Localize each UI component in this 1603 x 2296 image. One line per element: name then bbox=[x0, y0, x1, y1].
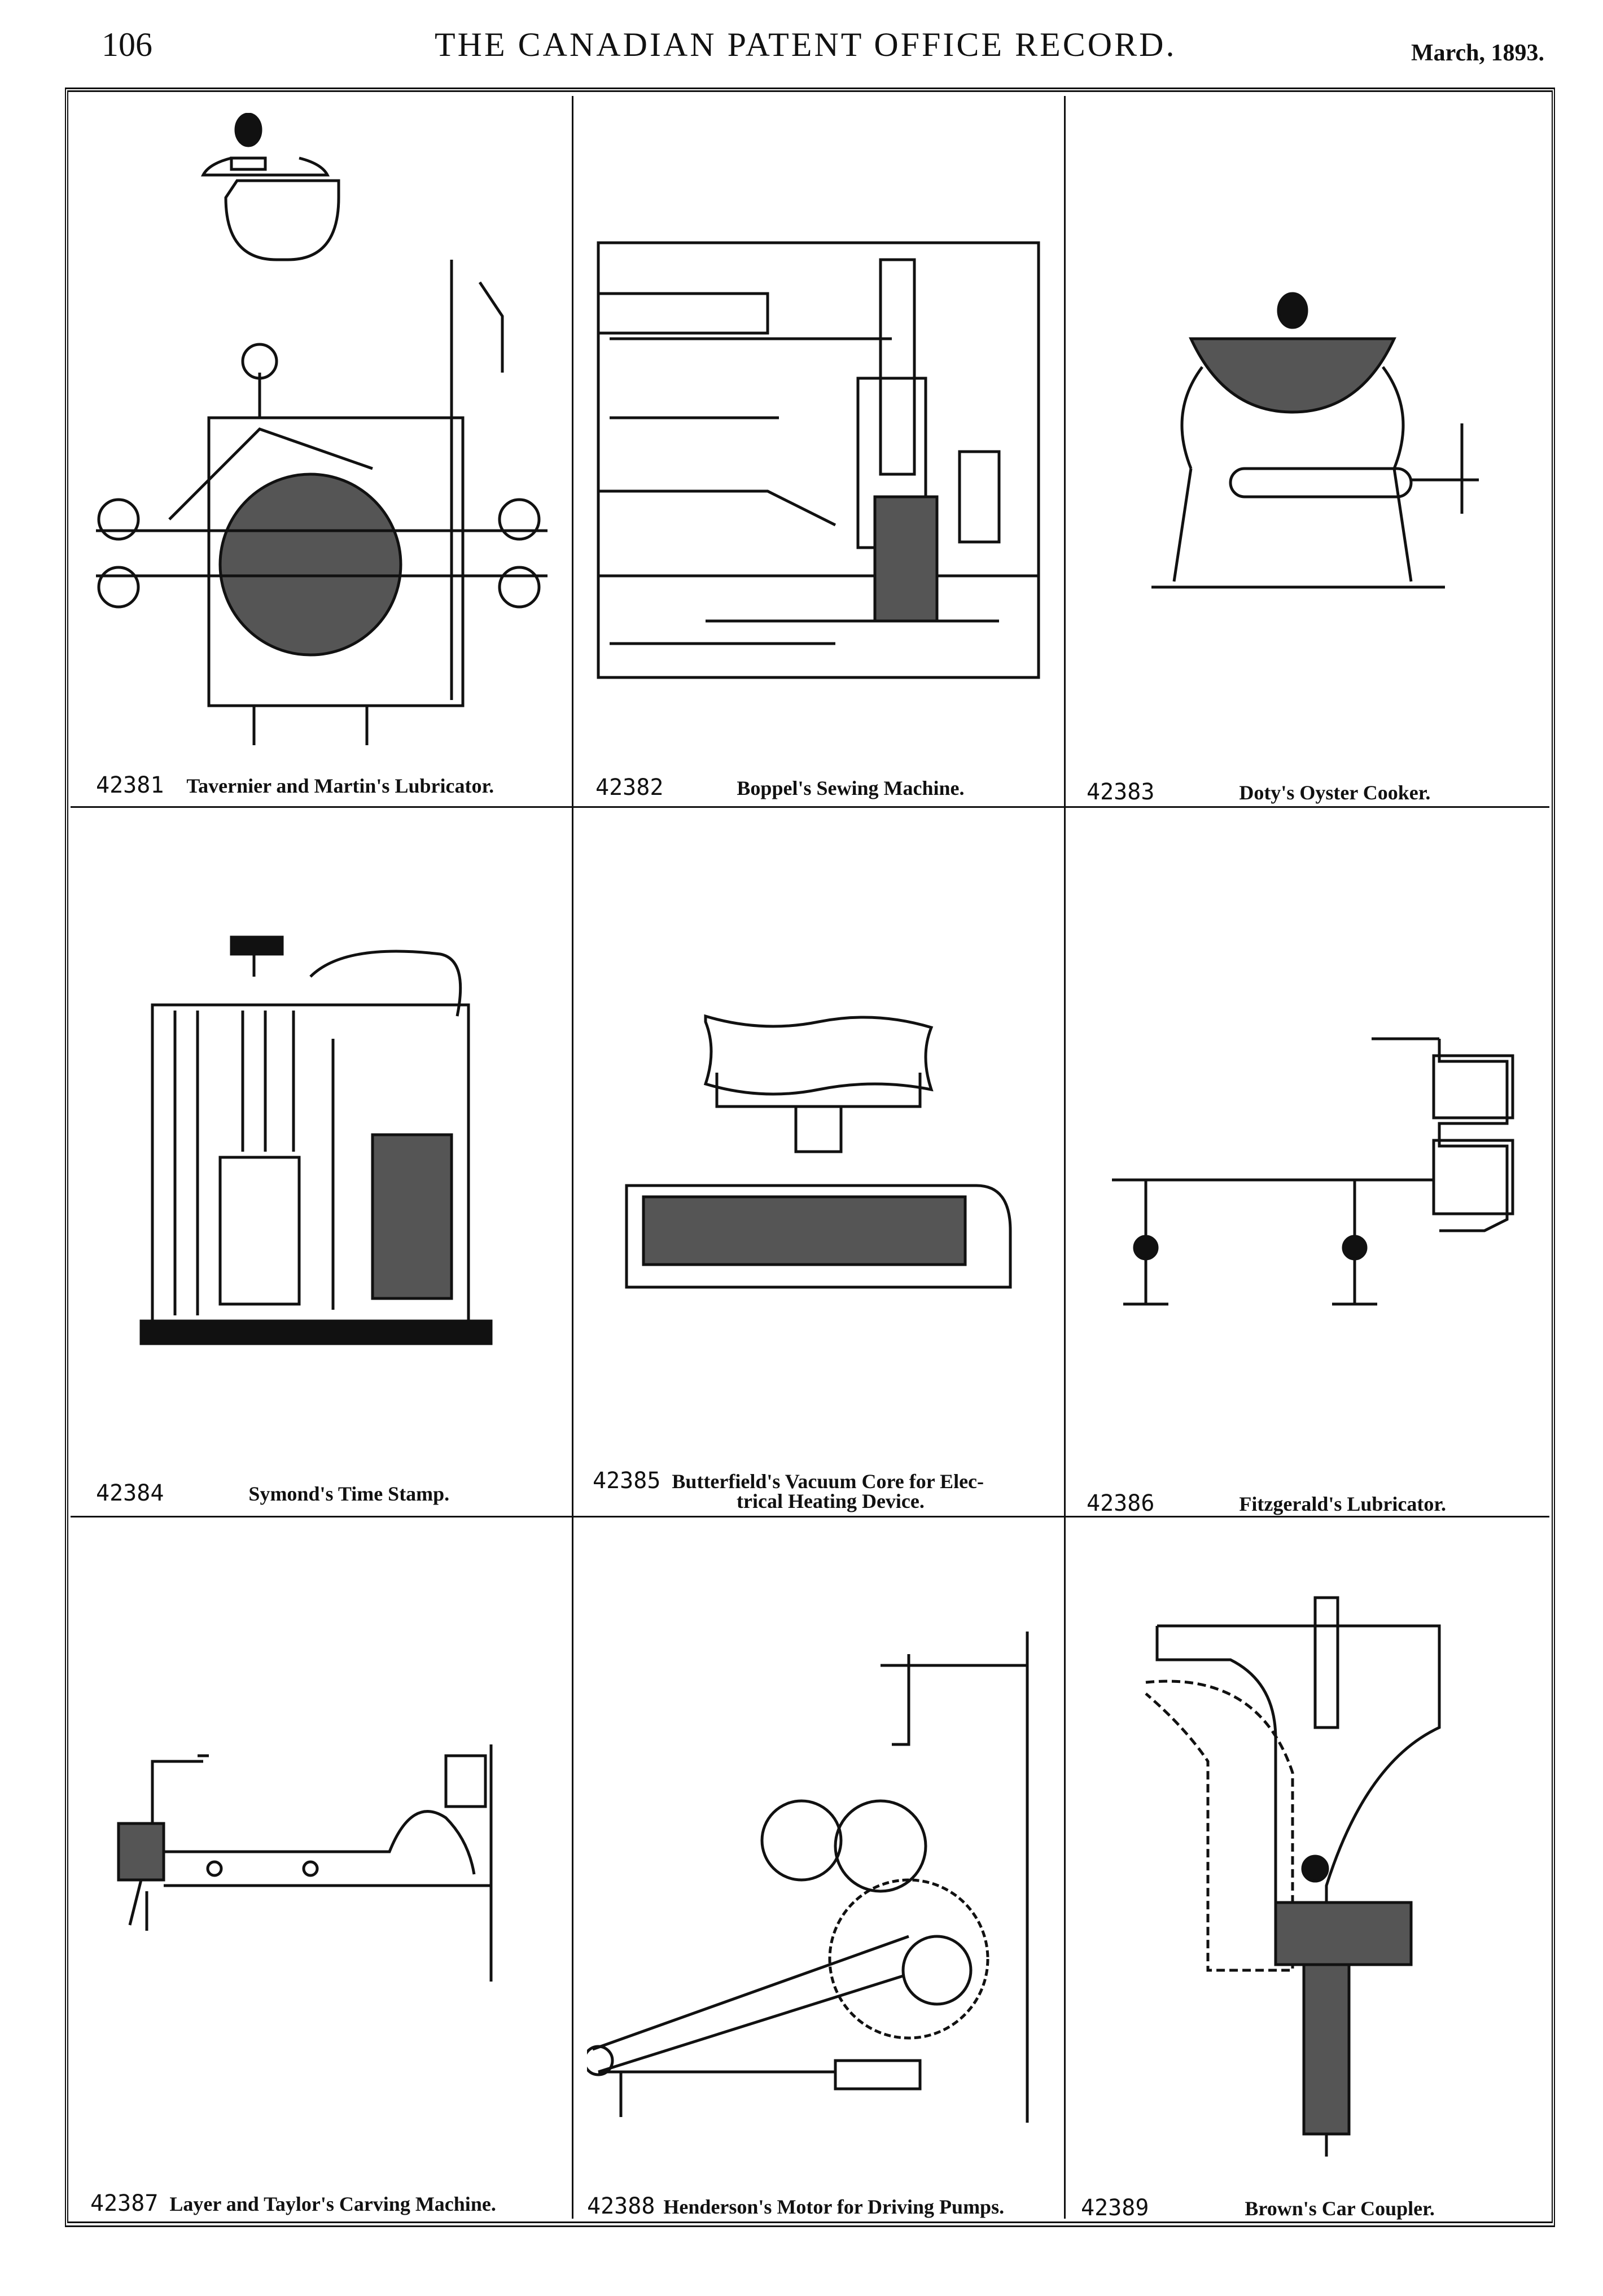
patent-number: 42383 bbox=[1087, 779, 1155, 805]
lubricator-drawing bbox=[96, 113, 548, 745]
row-divider bbox=[71, 1516, 1549, 1517]
patent-number: 42388 bbox=[587, 2193, 655, 2219]
figure-title: Fitzgerald's Lubricator. bbox=[1239, 1493, 1447, 1515]
figure-title: Layer and Taylor's Carving Machine. bbox=[169, 2193, 496, 2215]
figure-caption: 42384 Symond's Time Stamp. bbox=[96, 1480, 449, 1506]
figure-caption: 42383 Doty's Oyster Cooker. bbox=[1087, 779, 1430, 805]
figure-title: Doty's Oyster Cooker. bbox=[1239, 781, 1431, 804]
figure-title: Tavernier and Martin's Lubricator. bbox=[186, 775, 494, 797]
fitzgerald-lubricator-drawing bbox=[1112, 1037, 1514, 1306]
figure-caption: 42381 Tavernier and Martin's Lubricator. bbox=[96, 772, 494, 798]
carving-machine-drawing bbox=[117, 1744, 493, 1982]
motor-pump-drawing bbox=[587, 1632, 1029, 2123]
figure-title: Henderson's Motor for Driving Pumps. bbox=[663, 2196, 1005, 2218]
patent-number: 42385 bbox=[593, 1468, 661, 1494]
figure-title: Symond's Time Stamp. bbox=[248, 1482, 450, 1505]
patent-number: 42382 bbox=[595, 775, 664, 801]
page-title: THE CANADIAN PATENT OFFICE RECORD. bbox=[435, 26, 1177, 63]
column-divider bbox=[572, 96, 573, 2219]
figure-caption: 42382 Boppel's Sewing Machine. bbox=[595, 775, 964, 801]
figure-title: Butterfield's Vacuum Core for Elec- bbox=[672, 1470, 984, 1493]
patent-number: 42384 bbox=[96, 1480, 164, 1506]
figure-caption: 42386 Fitzgerald's Lubricator. bbox=[1087, 1490, 1446, 1516]
sewing-machine-drawing bbox=[597, 241, 1040, 679]
figure-title: Boppel's Sewing Machine. bbox=[737, 777, 965, 799]
figure-caption: 42389 Brown's Car Coupler. bbox=[1081, 2195, 1435, 2221]
patent-number: 42389 bbox=[1081, 2195, 1149, 2221]
patent-number: 42387 bbox=[90, 2190, 159, 2216]
heating-device-drawing bbox=[625, 1014, 1012, 1289]
page-number: 106 bbox=[102, 26, 152, 63]
figure-frame bbox=[65, 88, 1555, 2227]
oyster-cooker-drawing bbox=[1151, 292, 1479, 589]
patent-number: 42381 bbox=[96, 772, 164, 798]
figure-caption: 42387 Layer and Taylor's Carving Machine. bbox=[90, 2190, 496, 2216]
figure-caption: 42388 Henderson's Motor for Driving Pumps… bbox=[587, 2193, 1004, 2219]
row-divider bbox=[71, 806, 1549, 808]
issue-date: March, 1893. bbox=[1411, 40, 1545, 66]
figure-title: Brown's Car Coupler. bbox=[1245, 2197, 1435, 2220]
figure-caption: 42385 Butterfield's Vacuum Core for Elec-… bbox=[593, 1468, 984, 1512]
column-divider bbox=[1064, 96, 1066, 2219]
time-stamp-drawing bbox=[139, 935, 493, 1345]
car-coupler-drawing bbox=[1145, 1596, 1441, 2157]
figure-title-continued: trical Heating Device. bbox=[737, 1490, 925, 1512]
patent-number: 42386 bbox=[1087, 1490, 1155, 1516]
